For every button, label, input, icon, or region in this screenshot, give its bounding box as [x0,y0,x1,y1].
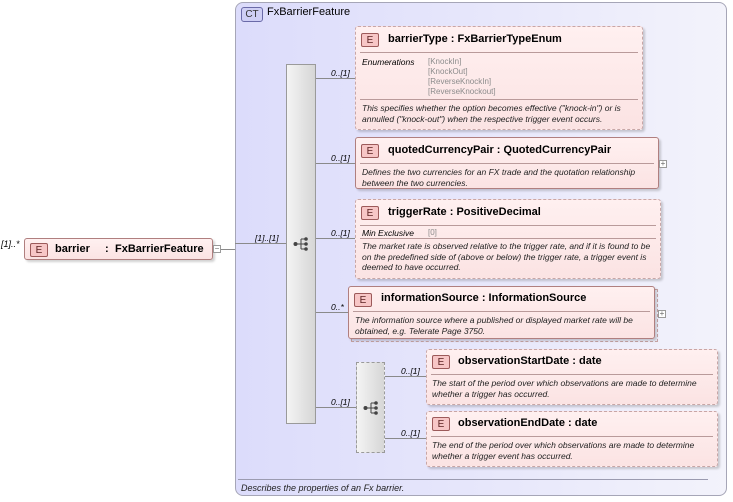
connector-line [316,238,355,239]
collapse-icon[interactable]: − [213,244,221,253]
connector-line [385,438,426,439]
sequence-cardinality: [1]..[1] [255,233,279,243]
divider [360,99,638,100]
connector-line [385,376,426,377]
expand-icon[interactable]: + [658,309,666,318]
facet-label: Min Exclusive [362,228,414,238]
element-documentation: The market rate is observed relative to … [362,241,651,272]
facet-value: [0] [428,228,437,237]
element-quotedCurrencyPair[interactable]: E quotedCurrencyPair : QuotedCurrencyPai… [355,137,659,189]
sequence-icon [363,401,378,415]
element-documentation: The end of the period over which observa… [432,440,695,461]
element-title: informationSource : InformationSource [381,292,587,304]
element-informationSource[interactable]: E informationSource : InformationSource … [348,286,655,339]
sequence-compositor[interactable] [286,64,316,424]
element-title: observationEndDate : date [458,417,598,429]
sequence-icon [293,237,308,251]
facet-value: [KnockIn] [428,57,462,66]
element-cardinality: 0..[1] [401,366,420,376]
divider [431,436,713,437]
element-badge-icon: E [361,144,379,158]
element-badge-icon: E [432,355,450,369]
complex-type-badge-icon: CT [241,7,263,22]
element-badge-icon: E [30,243,48,257]
element-documentation: Defines the two currencies for an FX tra… [362,167,636,188]
element-title: observationStartDate : date [458,355,602,367]
element-badge-icon: E [432,417,450,431]
facet-value: [ReverseKnockIn] [428,77,492,86]
connector-line [316,78,355,79]
connector-line [221,249,235,250]
connector-line [316,163,355,164]
expand-icon[interactable]: + [659,159,667,168]
element-barrierType[interactable]: E barrierType : FxBarrierTypeEnum Enumer… [355,26,643,130]
element-triggerRate[interactable]: E triggerRate : PositiveDecimal Min Excl… [355,199,661,279]
nested-sequence-compositor[interactable] [356,362,385,453]
divider [353,311,650,312]
root-cardinality: [1]..* [1,239,20,249]
divider [360,225,656,226]
connector-line [235,243,286,244]
divider [360,52,638,53]
root-element-sep: : [105,243,109,255]
connector-line [316,312,348,313]
root-element-type: FxBarrierFeature [115,243,204,255]
element-cardinality: 0..[1] [331,228,350,238]
element-title: triggerRate : PositiveDecimal [388,206,541,218]
element-observationEndDate[interactable]: E observationEndDate : date The end of t… [426,411,718,467]
nested-sequence-cardinality: 0..[1] [331,397,350,407]
element-observationStartDate[interactable]: E observationStartDate : date The start … [426,349,718,405]
element-title: barrierType : FxBarrierTypeEnum [388,33,562,45]
divider [431,374,713,375]
root-element-barrier[interactable]: E barrier : FxBarrierFeature [24,238,213,260]
facet-value: [KnockOut] [428,67,468,76]
complex-type-documentation: Describes the properties of an Fx barrie… [241,483,405,493]
complex-type-separator [238,479,708,480]
element-documentation: The information source where a published… [355,315,633,336]
element-badge-icon: E [354,293,372,307]
element-cardinality: 0..[1] [401,428,420,438]
element-badge-icon: E [361,206,379,220]
facet-value: [ReverseKnockout] [428,87,496,96]
connector-line [316,78,317,405]
element-badge-icon: E [361,33,379,47]
connector-line [316,407,356,408]
complex-type-title: FxBarrierFeature [267,6,351,18]
root-element-name: barrier [55,243,90,255]
element-cardinality: 0..* [331,302,344,312]
divider [360,238,656,239]
element-documentation: This specifies whether the option become… [362,103,621,124]
element-title: quotedCurrencyPair : QuotedCurrencyPair [388,144,612,156]
element-cardinality: 0..[1] [331,68,350,78]
divider [360,163,654,164]
element-cardinality: 0..[1] [331,153,350,163]
element-documentation: The start of the period over which obser… [432,378,697,399]
facet-label: Enumerations [362,57,415,67]
